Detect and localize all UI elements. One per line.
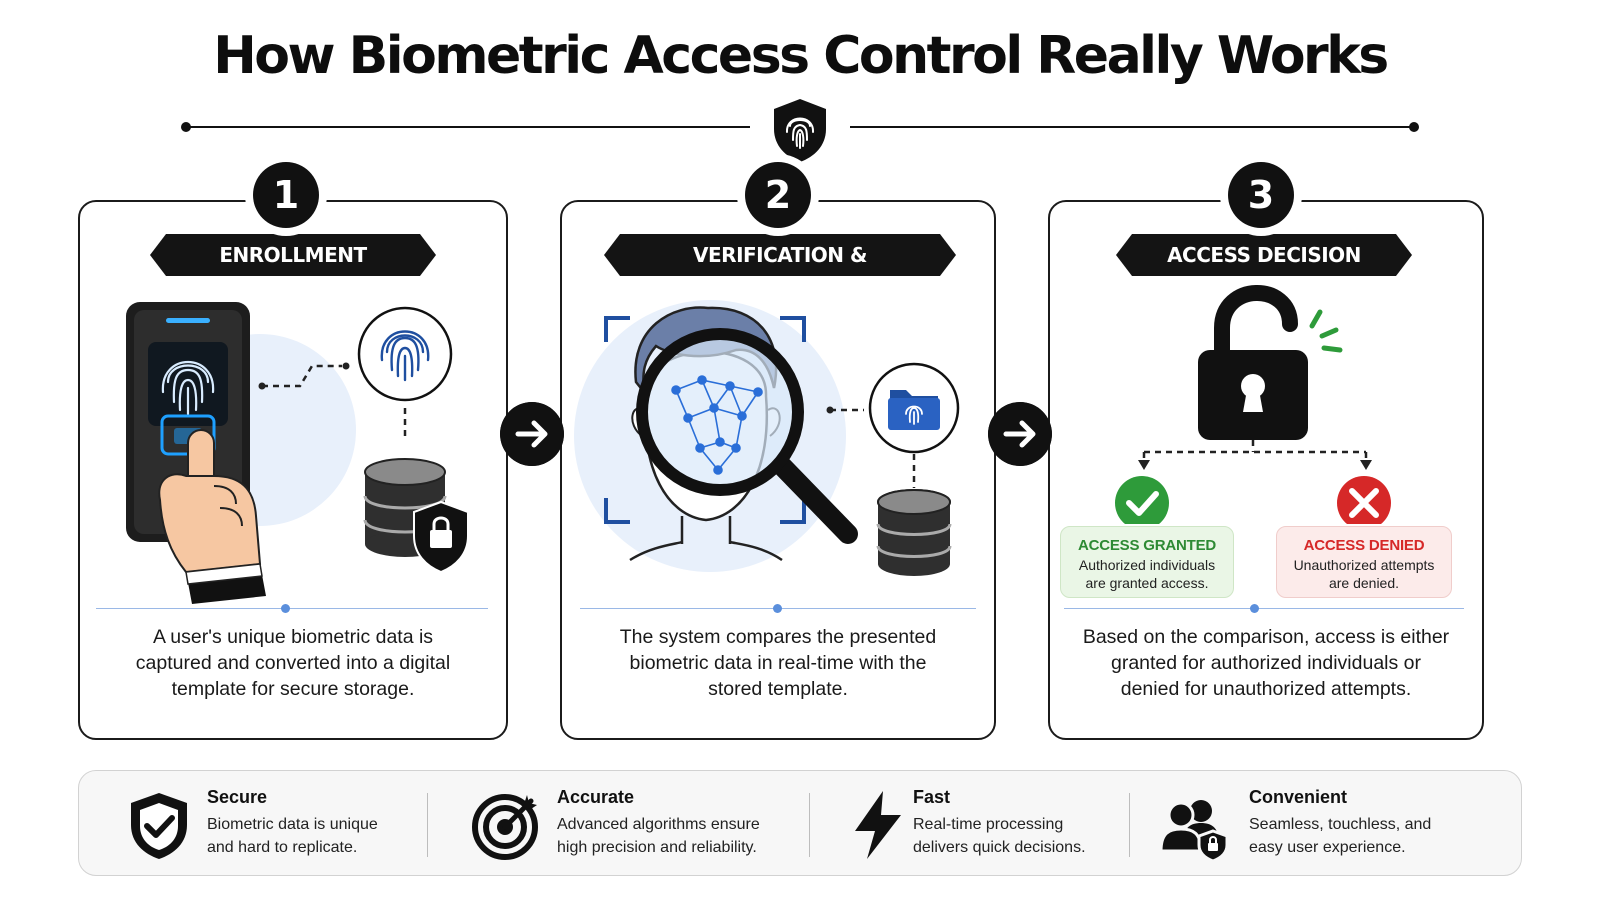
hand-icon [158,429,266,604]
database-lock-icon [363,458,469,574]
fingerprint-shield-icon [774,99,826,162]
access-denied-description: Unauthorized attempts are denied. [1293,557,1435,591]
feature-divider [809,793,810,857]
step-description-verification: The system compares the presented biomet… [619,626,937,700]
title-rule-right [850,126,1414,128]
access-denied-title: ACCESS DENIED [1303,537,1425,554]
step-description-enrollment: A user's unique biometric data is captur… [135,626,451,700]
feature-description: Seamless, touchless, and easy user exper… [1249,816,1432,856]
access-denied-box: ACCESS DENIED Unauthorized attempts are … [1276,526,1452,598]
separator-dot-step-3 [1250,604,1259,613]
step-number-1: 1 [253,162,319,228]
verification-illustration [574,300,960,576]
x-circle-icon [1337,476,1391,524]
arrow-right-icon [988,402,1052,466]
feature-fast: Fast Real-time processing delivers quick… [849,785,1139,865]
feature-secure: Secure Biometric data is unique and hard… [123,785,423,865]
step-label-access-decision: ACCESS DECISION [1116,234,1412,276]
users-shield-icon [1159,800,1229,861]
database-icon [876,489,952,576]
feature-description: Advanced algorithms ensure high precisio… [557,816,760,856]
step-number-3: 3 [1228,162,1294,228]
feature-divider [1129,793,1130,857]
magnifier-icon [636,328,858,544]
unlocked-padlock-icon [1198,285,1308,440]
check-circle-icon [1115,476,1169,524]
separator-step-1 [96,608,488,609]
access-granted-box: ACCESS GRANTED Authorized individuals ar… [1060,526,1234,598]
step-label-enrollment: ENROLLMENT [150,234,436,276]
features-bar: Secure Biometric data is unique and hard… [78,770,1522,876]
rule-dot-right [1409,122,1419,132]
feature-convenient: Convenient Seamless, touchless, and easy… [1159,785,1479,865]
decision-illustration [1115,285,1391,524]
title-rule-left [186,126,750,128]
step-description-access-decision: Based on the comparison, access is eithe… [1082,626,1450,700]
enrollment-illustration [126,302,469,604]
feature-accurate: Accurate Advanced algorithms ensure high… [471,785,791,865]
feature-title: Convenient [1249,787,1348,807]
shield-check-icon [131,793,187,859]
feature-title: Accurate [557,787,635,807]
feature-title: Secure [207,787,268,807]
step-number-2: 2 [745,162,811,228]
feature-divider [427,793,428,857]
lightning-icon [855,791,901,859]
fingerprint-icon [357,306,453,402]
separator-step-3 [1064,608,1464,609]
step-label-verification: VERIFICATION & IDENTIFICATION [604,234,956,276]
arrow-right-icon [500,402,564,466]
access-granted-title: ACCESS GRANTED [1077,537,1217,554]
separator-dot-step-2 [773,604,782,613]
fingerprint-folder-icon [868,362,960,454]
access-granted-description: Authorized individuals are granted acces… [1078,557,1216,591]
page-title: How Biometric Access Control Really Work… [213,26,1389,86]
feature-title: Fast [913,787,951,807]
feature-description: Biometric data is unique and hard to rep… [207,816,378,856]
separator-dot-step-1 [281,604,290,613]
feature-description: Real-time processing delivers quick deci… [913,816,1086,856]
target-icon [472,794,538,860]
